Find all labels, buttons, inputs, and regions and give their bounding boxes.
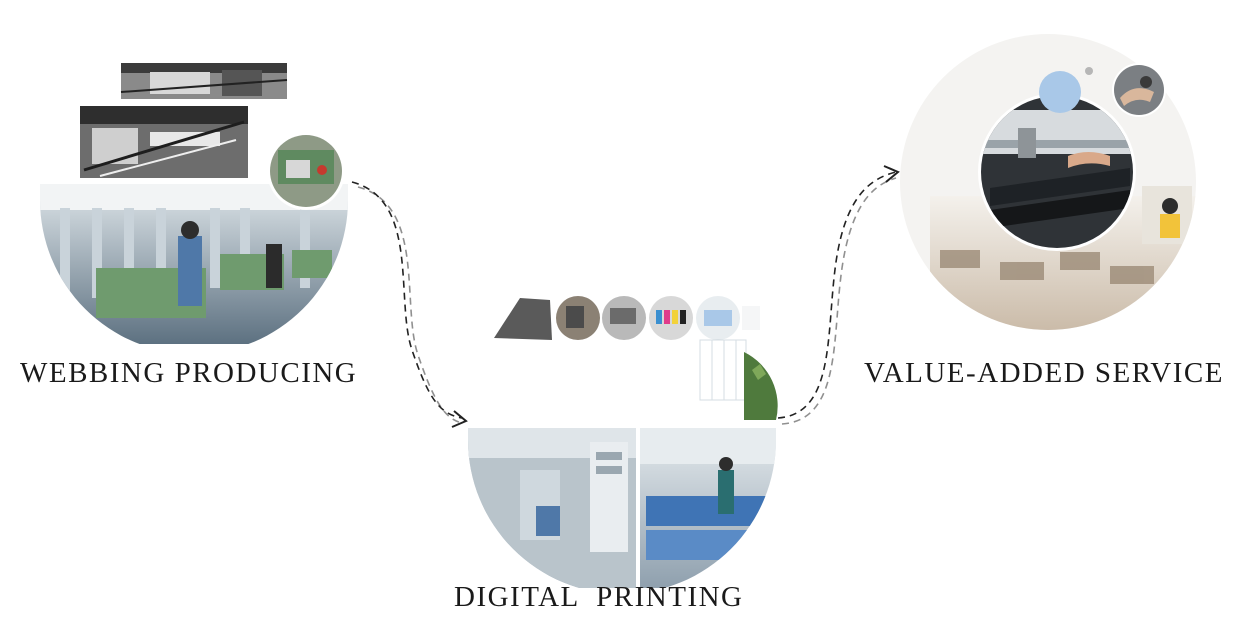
digital-printing-illustration (468, 296, 778, 588)
loom-machine-photo (267, 132, 345, 210)
printing-factory-photo (468, 428, 776, 588)
print-thumbnail-row (494, 296, 760, 340)
decorative-grey-dot (1085, 67, 1093, 75)
decorative-blue-dot (1039, 71, 1081, 113)
laser-cutter-photo (978, 93, 1136, 251)
stage-label-webbing-producing: WEBBING PRODUCING (20, 357, 358, 389)
webbing-producing-illustration (40, 63, 348, 344)
flow-arrow-to-printing (351, 181, 468, 428)
value-added-service-illustration (900, 34, 1196, 330)
archive-photo-middle (80, 106, 248, 178)
flow-arrow-to-service (777, 165, 900, 425)
stage-label-value-added-service: VALUE-ADDED SERVICE (864, 357, 1224, 389)
archive-photo-top (120, 63, 288, 99)
stage-label-digital-printing: DIGITAL PRINTING (454, 581, 744, 613)
print-screen-sketch (699, 339, 747, 401)
hands-detail-photo (1112, 63, 1166, 117)
green-wall-photo (744, 352, 778, 420)
